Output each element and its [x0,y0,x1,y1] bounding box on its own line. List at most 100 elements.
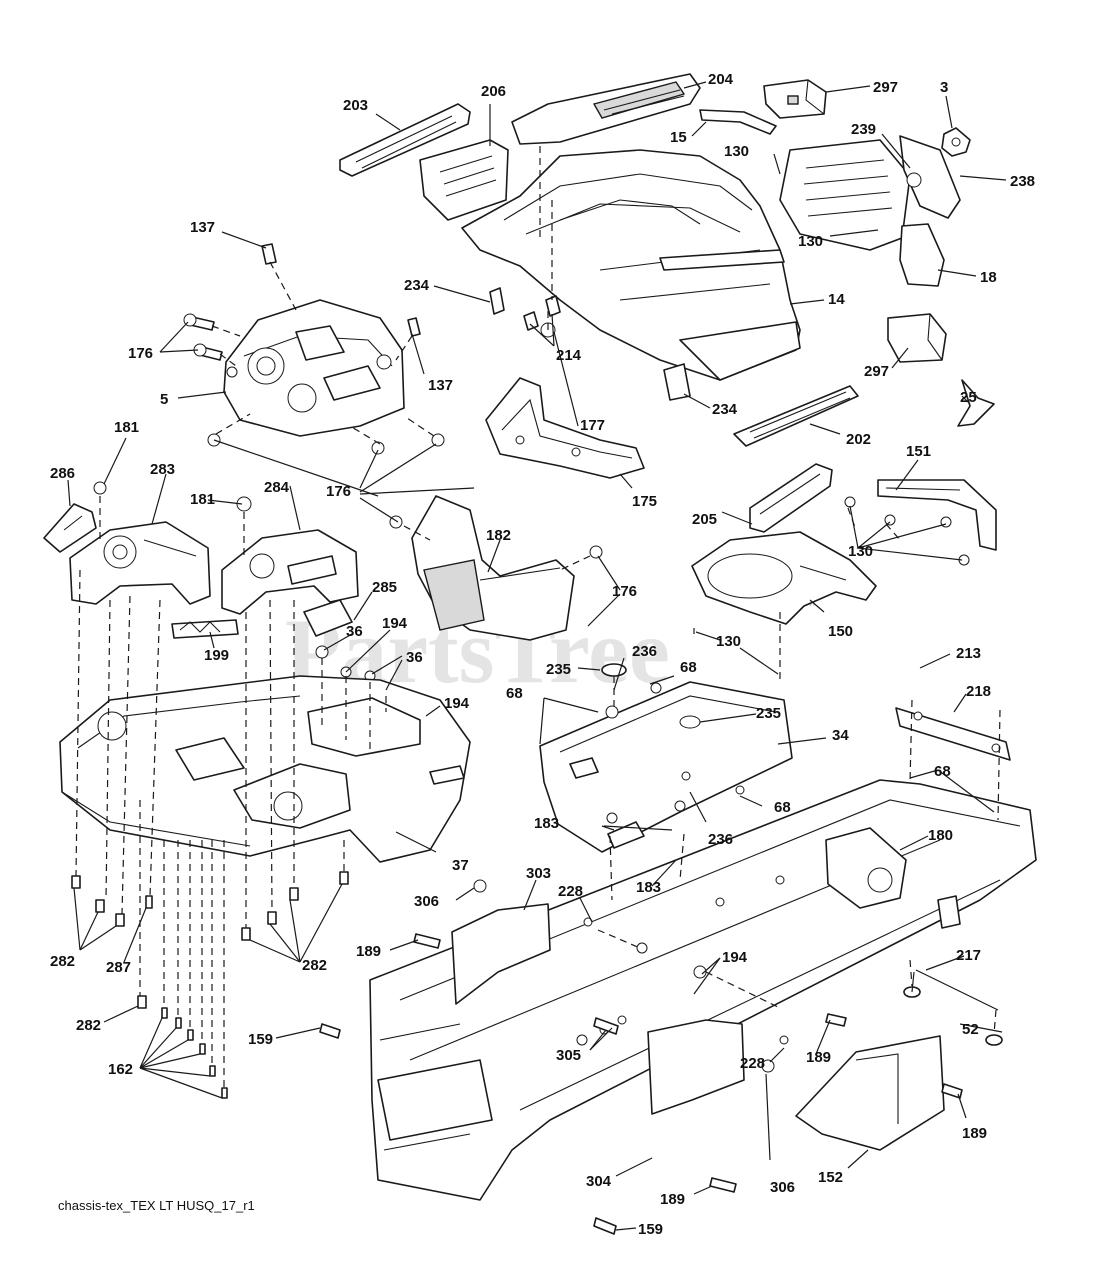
callout-235-top: 235 [546,661,571,678]
part-238-grille [779,135,961,251]
callout-150: 150 [828,623,853,640]
part-297-top-block [763,79,827,119]
callout-286: 286 [50,465,75,482]
callout-202: 202 [846,431,871,448]
callout-130-low: 130 [716,633,741,650]
callout-217: 217 [956,947,981,964]
part-25-clip [957,379,995,427]
callout-282-low: 282 [76,1017,101,1034]
bottom-fasteners [319,800,963,1235]
callout-130-top: 130 [724,143,749,160]
callout-137-top: 137 [190,219,215,236]
callout-204: 204 [708,71,734,88]
leader-lines [67,81,1007,1231]
callout-labels: 203 206 204 297 3 15 239 130 238 18 130 … [50,71,1035,1238]
part-18-front-panel [899,223,945,287]
callout-189-right: 189 [962,1125,987,1142]
callout-306-low: 306 [770,1179,795,1196]
callout-180: 180 [928,827,953,844]
callout-137-right: 137 [428,377,453,394]
part-37-fender [59,675,471,863]
callout-176-mid: 176 [326,483,351,500]
part-205-vent [749,463,833,533]
part-182-panel [389,495,603,641]
callout-25: 25 [960,389,977,406]
callout-235-mid: 235 [756,705,781,722]
callout-152: 152 [818,1169,843,1186]
callout-68-top: 68 [680,659,697,676]
callout-228-top: 228 [558,883,583,900]
part-5-dash-console [223,299,405,437]
callout-159-left: 159 [248,1031,273,1048]
part-15-trim-strip [699,109,777,135]
callout-236-top: 236 [632,643,657,660]
callout-189-mid: 189 [806,1049,831,1066]
callout-214: 214 [556,347,582,364]
callout-228-low: 228 [740,1055,765,1072]
callout-15: 15 [670,129,687,146]
callout-234-top: 234 [404,277,430,294]
diagram-caption: chassis-tex_TEX LT HUSQ_17_r1 [58,1198,255,1213]
part-204-top-vent [511,73,701,145]
callout-36-right: 36 [406,649,423,666]
callout-194-right: 194 [444,695,470,712]
part-214-clips [523,295,561,331]
callout-305: 305 [556,1047,581,1064]
callout-297: 297 [873,79,898,96]
callout-189-left: 189 [356,943,381,960]
callout-130-mid: 130 [798,233,823,250]
part-181-grommets [93,481,252,512]
callout-130-right: 130 [848,543,873,560]
callout-151: 151 [906,443,931,460]
alignment-lines [75,146,1001,1088]
part-176-bolts [183,313,445,455]
callout-304: 304 [586,1173,612,1190]
callout-239: 239 [851,121,876,138]
callout-162: 162 [108,1061,133,1078]
callout-199: 199 [204,647,229,664]
callout-284: 284 [264,479,290,496]
part-152-guard [795,1035,945,1151]
callout-176-top: 176 [128,345,153,362]
callout-36-left: 36 [346,623,363,640]
part-286-knob [43,503,97,553]
callout-238: 238 [1010,173,1035,190]
callout-287: 287 [106,959,131,976]
callout-218: 218 [966,683,991,700]
part-282-clips-162-screws [71,871,349,1099]
part-203-grille-strip [339,103,471,177]
callout-181-mid: 181 [190,491,215,508]
callout-68-right: 68 [934,763,951,780]
callout-52: 52 [962,1021,979,1038]
callout-68-mid: 68 [774,799,791,816]
callout-159-low: 159 [638,1221,663,1238]
part-34-mount-plate [539,681,793,853]
callout-297-low: 297 [864,363,889,380]
callout-282-left: 282 [50,953,75,970]
callout-205: 205 [692,511,717,528]
callout-282-right: 282 [302,957,327,974]
callout-236-low: 236 [708,831,733,848]
callout-285: 285 [372,579,397,596]
part-150-shroud [691,531,877,625]
part-284-cover [221,529,359,615]
callout-306-top: 306 [414,893,439,910]
callout-3: 3 [940,79,948,96]
part-151-bracket [844,479,997,566]
callout-37: 37 [452,857,469,874]
part-234-lower-clip [663,363,691,401]
part-217-rod [903,969,1003,1046]
callout-175: 175 [632,493,657,510]
callout-14: 14 [828,291,845,308]
part-285-bezel [303,599,353,637]
callout-68-left: 68 [506,685,523,702]
part-180-frame [369,779,1037,1201]
part-235-bushing [601,663,627,677]
part-3-emblem [941,127,971,157]
callout-283: 283 [150,461,175,478]
callout-189-low: 189 [660,1191,685,1208]
callout-183-left: 183 [534,815,559,832]
callout-194-low: 194 [722,949,748,966]
callout-34: 34 [832,727,849,744]
